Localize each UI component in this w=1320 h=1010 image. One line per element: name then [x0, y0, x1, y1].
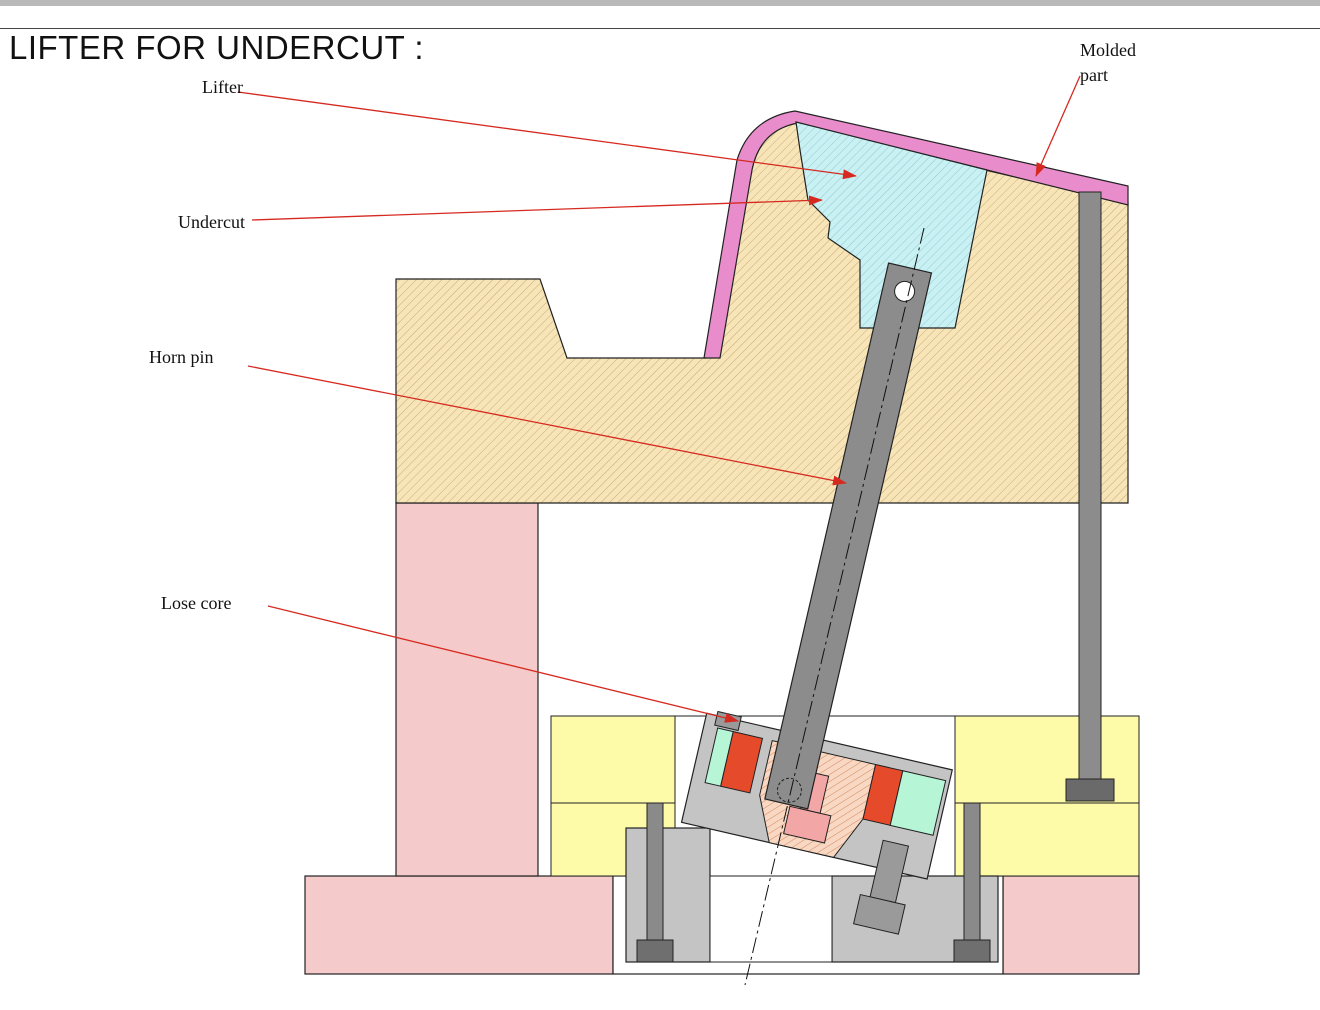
title-rule: [0, 28, 1320, 29]
support-pillar: [395, 502, 539, 877]
label-lifter: Lifter: [202, 77, 243, 97]
ejector-plate-right: [954, 802, 1140, 877]
core-insert: [395, 121, 1129, 504]
bottom-clamp-plate-right: [1002, 875, 1140, 975]
slot-red-left: [720, 731, 764, 794]
label-lose-core: Lose core: [161, 593, 232, 613]
label-undercut: Undercut: [178, 212, 245, 232]
label-molded-part-line1: Molded: [1080, 40, 1136, 60]
ejector-pin-shaft: [1078, 191, 1102, 781]
label-horn-pin: Horn pin: [149, 347, 214, 367]
arrow-molded-part: [1035, 75, 1081, 177]
horn-pin: [764, 262, 933, 810]
page-title: LIFTER FOR UNDERCUT :: [9, 29, 425, 66]
screw-right-head: [953, 939, 991, 963]
ejector-pin-head: [1065, 778, 1115, 802]
arrow-lifter: [237, 91, 857, 180]
arrow-lose-core: [267, 605, 739, 723]
lifter-center-line: [744, 227, 925, 986]
top-border-bar: [0, 0, 1320, 6]
screw-right-shank: [963, 802, 981, 942]
arrow-undercut: [251, 195, 823, 221]
screw-left-head: [636, 939, 674, 963]
molded-part: [703, 110, 1129, 359]
pin-hole-top: [894, 280, 916, 302]
ejector-retainer-plate-left: [550, 715, 676, 804]
gib-screw: [852, 839, 910, 935]
guide-channel: [709, 875, 833, 963]
arrow-horn-pin: [247, 365, 847, 486]
label-molded-part-line2: part: [1080, 65, 1108, 85]
slot-green-right: [889, 770, 947, 836]
bottom-clamp-plate-left: [304, 875, 614, 975]
screw-left-shank: [646, 802, 664, 942]
pin-hole-bottom: [776, 777, 802, 803]
